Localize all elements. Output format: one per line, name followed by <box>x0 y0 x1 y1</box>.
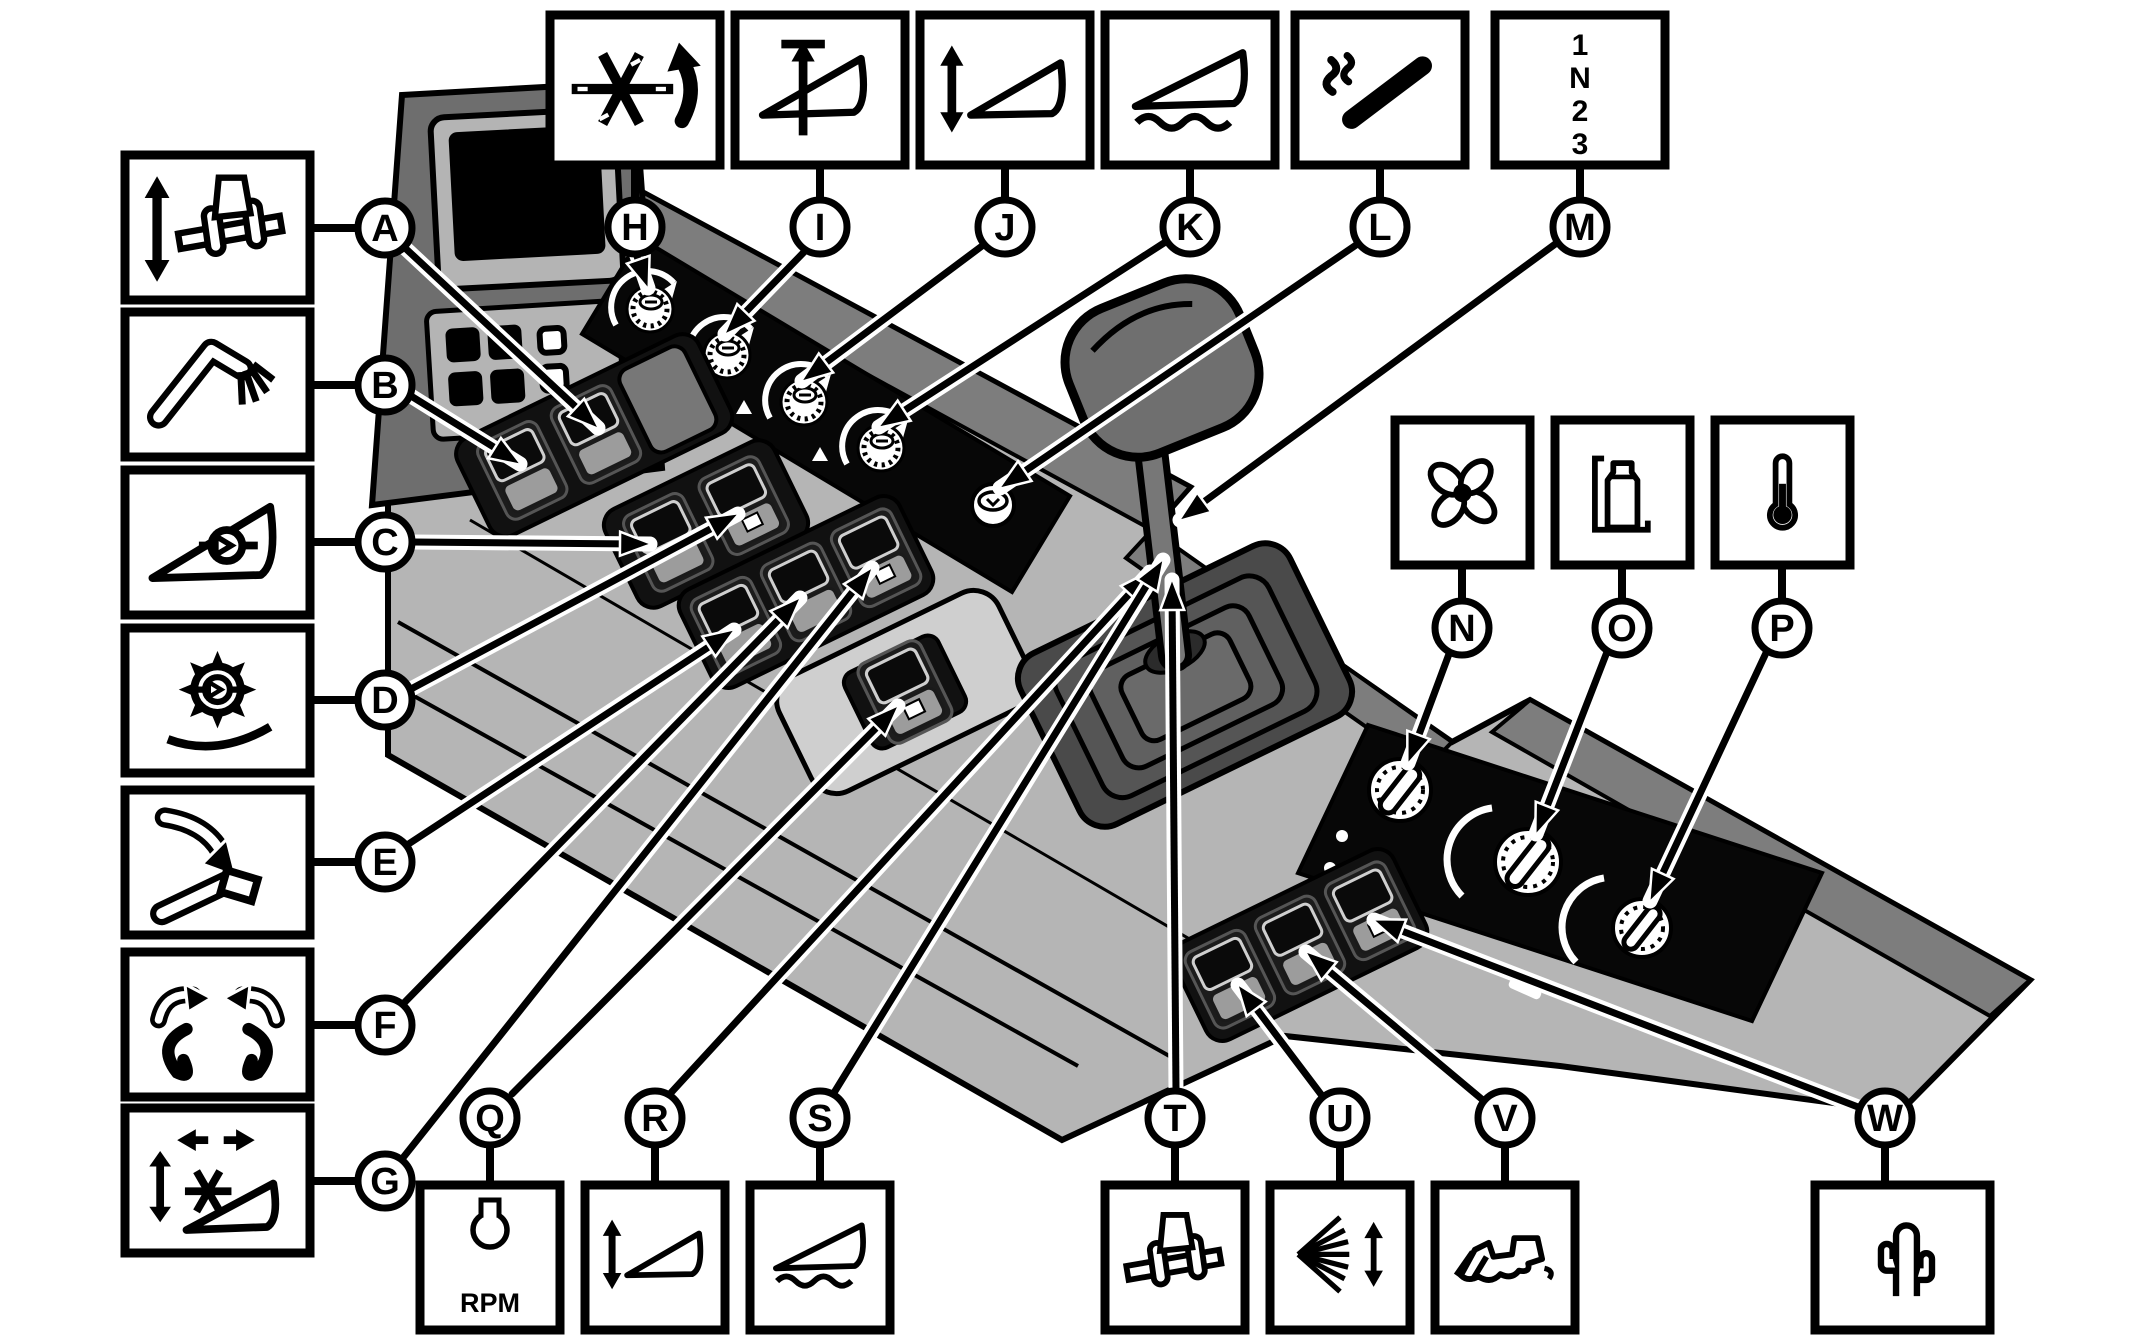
console-illustration <box>368 78 2035 1144</box>
callout-letter: S <box>807 1098 832 1140</box>
leader-H <box>624 245 656 296</box>
knob-arc-glyph <box>1558 874 1605 965</box>
leader-D <box>403 506 746 697</box>
legend-item-H: H <box>545 10 725 258</box>
leader-C <box>404 529 658 558</box>
leader-I <box>717 242 814 342</box>
leader-M <box>1172 234 1566 528</box>
leader-P <box>1642 645 1774 909</box>
callout-letter: N <box>1448 608 1475 650</box>
rpm-caption: RPM <box>460 1288 520 1318</box>
strip-glyph <box>736 400 752 414</box>
gear-label-3: 3 <box>1572 128 1589 161</box>
callout-letter: W <box>1867 1098 1903 1140</box>
legend-item-U: U <box>1265 1087 1415 1335</box>
deck-seam <box>397 620 1181 1064</box>
callout-letter: Q <box>475 1098 505 1140</box>
gear-label-n: N <box>1569 62 1591 95</box>
legend-item-S: S <box>745 1087 895 1335</box>
callout-letter: H <box>621 207 648 249</box>
callout-letter: F <box>373 1005 396 1047</box>
switch-cluster-1 <box>454 332 735 539</box>
callout-letter: J <box>994 207 1015 249</box>
leader-A <box>396 239 606 436</box>
leader-Q <box>504 698 906 1102</box>
legend-item-V: V <box>1430 1087 1580 1335</box>
leader-J <box>794 235 994 389</box>
leader-W <box>1366 912 1866 1115</box>
legend-item-L: L <box>1290 10 1470 258</box>
leader-U <box>1230 977 1331 1105</box>
leader-K <box>871 233 1175 435</box>
panel-bar-glyph <box>1508 978 1542 1000</box>
callout-letter: C <box>371 522 398 564</box>
cluster-1-blank-tab <box>617 344 719 455</box>
panel-dot-glyph <box>1336 830 1348 842</box>
legend-item-F: F <box>120 947 416 1102</box>
leader-S <box>824 552 1171 1104</box>
legend-item-W: W <box>1810 1087 1995 1335</box>
climate-knob-2[interactable] <box>1493 827 1563 897</box>
climate-knob-3[interactable] <box>1611 897 1673 959</box>
climate-panel <box>1295 722 1825 1024</box>
leader-arrows <box>394 233 1866 1167</box>
legend-item-Q: Q RPM <box>415 1087 565 1335</box>
leader-E <box>399 622 742 853</box>
legend-item-O: O <box>1550 415 1695 659</box>
lever-boot <box>1014 540 1356 830</box>
callout-letter: E <box>372 842 397 884</box>
leader-O <box>1528 644 1615 842</box>
switch-cluster-3 <box>676 494 936 690</box>
callout-letter: G <box>370 1161 400 1203</box>
leader-L <box>992 235 1367 496</box>
callout-letter: I <box>815 207 826 249</box>
strip-glyph <box>812 447 828 461</box>
legend-item-D: D <box>120 623 416 778</box>
keypad-key <box>490 368 526 404</box>
legend-item-M: 1 N 2 3 M <box>1490 10 1670 258</box>
thermometer-icon <box>1770 456 1795 528</box>
legend-item-T: T <box>1100 1087 1250 1335</box>
legend-item-R: R <box>580 1087 730 1335</box>
callout-letter: K <box>1176 207 1204 249</box>
keypad-key <box>448 371 484 407</box>
knob-arc-glyph <box>1443 804 1493 899</box>
legend-item-B: B <box>120 307 416 462</box>
keypad-key <box>445 327 481 363</box>
callout-letter: D <box>371 680 398 722</box>
gearshift-pattern-icon: 1 N 2 3 <box>1569 29 1591 161</box>
climate-knob-1[interactable] <box>1367 757 1433 823</box>
leader-F <box>395 590 808 1012</box>
callout-letter: L <box>1368 207 1391 249</box>
callout-letter: M <box>1564 207 1596 249</box>
leader-B <box>403 388 528 472</box>
legend-item-K: K <box>1100 10 1280 258</box>
callout-letter: O <box>1607 608 1637 650</box>
keypad-key-small <box>536 325 568 356</box>
legend-item-A: A <box>120 150 416 305</box>
gear-label-2: 2 <box>1572 95 1589 128</box>
legend-item-J: J <box>915 10 1095 258</box>
callout-letter: P <box>1769 608 1794 650</box>
legend: A B C D E F G <box>120 10 1995 1335</box>
callout-letter: T <box>1163 1098 1186 1140</box>
callout-letter: A <box>371 208 398 250</box>
legend-item-P: P <box>1710 415 1855 659</box>
leader-V <box>1298 944 1492 1109</box>
callout-letter: V <box>1492 1098 1518 1140</box>
callout-letter: R <box>641 1098 668 1140</box>
leader-G <box>394 560 880 1167</box>
legend-item-N: N <box>1390 415 1535 659</box>
legend-item-G: G <box>120 1103 416 1258</box>
legend-item-C: C <box>120 465 416 620</box>
callout-letter: U <box>1326 1098 1353 1140</box>
leader-T <box>1158 572 1187 1099</box>
callout-letter: B <box>371 365 398 407</box>
leader-N <box>1400 646 1457 771</box>
gear-label-1: 1 <box>1572 29 1589 62</box>
legend-item-I: I <box>730 10 910 258</box>
legend-item-E: E <box>120 785 416 940</box>
